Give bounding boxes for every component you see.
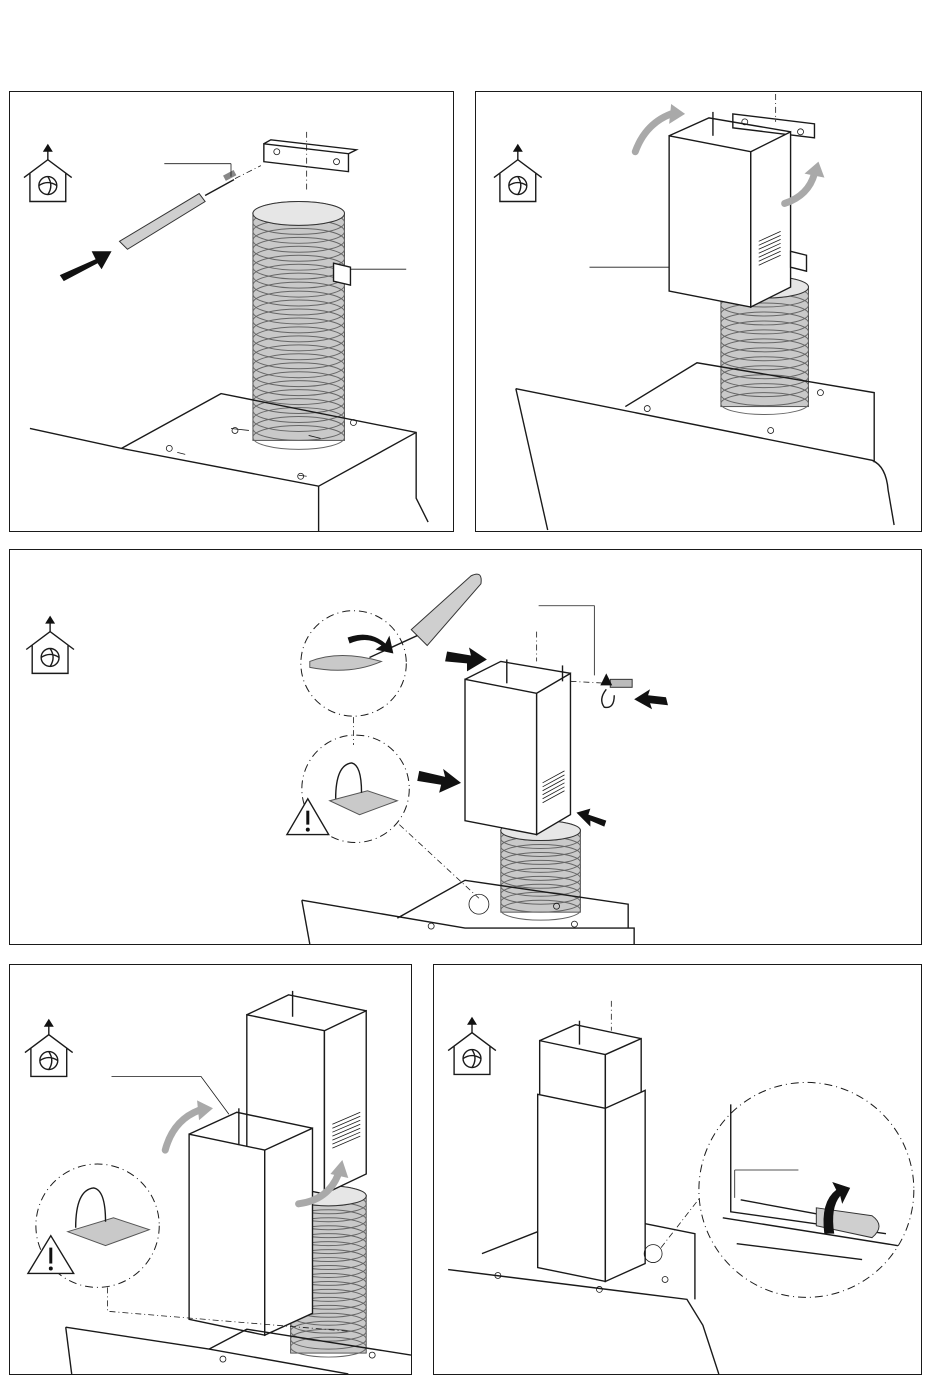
lift-arrow-head — [805, 162, 825, 178]
push-arrow — [417, 769, 461, 793]
detail-link-line — [399, 825, 479, 899]
screwdriver — [120, 166, 261, 250]
lift-arrow-head — [669, 104, 685, 124]
detail-link-line — [661, 1194, 703, 1248]
push-arrow — [576, 809, 606, 827]
hood-body — [302, 880, 634, 944]
ducted-extraction-house-icon — [26, 616, 74, 674]
panel-step-2 — [475, 91, 922, 532]
detail-callout-ring — [469, 894, 489, 914]
flexible-duct — [501, 821, 581, 920]
warning-icon — [287, 799, 329, 835]
step-5-illustration — [434, 965, 921, 1374]
panel-step-1 — [9, 91, 454, 532]
step-3-illustration — [10, 550, 921, 944]
ducted-extraction-house-icon — [24, 144, 72, 202]
hood-body — [30, 394, 428, 531]
flexible-duct — [253, 202, 345, 450]
ducted-extraction-house-icon — [448, 1017, 496, 1075]
callout-line — [539, 606, 595, 676]
upper-bracket — [264, 132, 357, 192]
step-2-illustration — [476, 92, 921, 531]
side-bracket — [334, 263, 351, 285]
warning-icon — [28, 1236, 74, 1274]
push-arrow — [634, 689, 668, 709]
panel-step-3 — [9, 549, 922, 945]
lift-arrow — [635, 114, 671, 152]
lift-arrow-head — [197, 1100, 213, 1120]
step-1-illustration — [10, 92, 453, 531]
ducted-extraction-house-icon — [25, 1019, 73, 1077]
push-arrow — [445, 648, 487, 672]
panel-step-4 — [9, 964, 412, 1375]
upper-bracket — [733, 94, 815, 138]
duct-opening — [253, 202, 345, 226]
duct-body — [721, 287, 809, 406]
panel-step-5 — [433, 964, 922, 1375]
upper-chimney — [669, 112, 806, 307]
assembled-chimney — [538, 1001, 645, 1282]
screw — [570, 673, 632, 707]
detail-circle-screw — [699, 1082, 914, 1297]
hood-body — [516, 363, 894, 530]
detail-circle-screw — [301, 574, 481, 716]
step-4-illustration — [10, 965, 411, 1374]
push-arrow — [60, 251, 112, 281]
ducted-extraction-house-icon — [494, 144, 542, 202]
